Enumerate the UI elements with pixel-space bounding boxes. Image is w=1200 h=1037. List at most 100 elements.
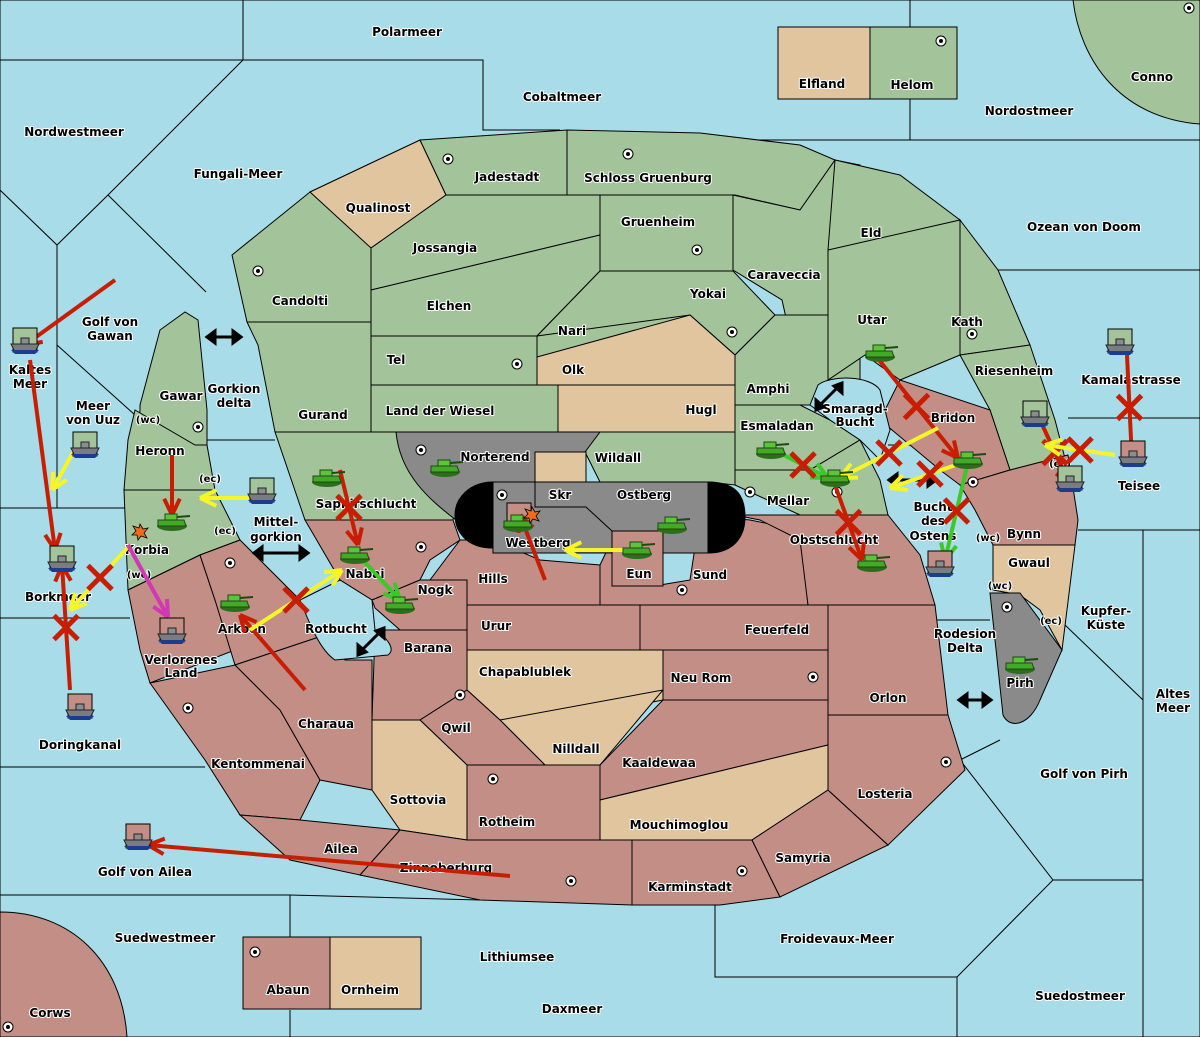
label-lithiumsee: Lithiumsee	[480, 950, 555, 964]
label-urur: Urur	[481, 619, 511, 633]
label-ailea: Ailea	[324, 842, 358, 856]
order-arrow	[126, 544, 170, 619]
army-tank-icon[interactable]	[340, 546, 374, 564]
adjacency-arrows	[204, 328, 994, 709]
supply-center-icon	[565, 875, 577, 887]
army-tank-icon[interactable]	[820, 469, 854, 487]
label-esmaladan: Esmaladan	[740, 419, 813, 433]
army-tank-icon[interactable]	[865, 344, 899, 362]
supply-center-icon	[224, 557, 236, 569]
region-gwaul[interactable]	[992, 544, 1076, 652]
sea-border	[1064, 624, 1144, 701]
army-tank-icon[interactable]	[1005, 656, 1039, 674]
fleet-icon[interactable]	[123, 823, 153, 850]
supply-center-icon	[807, 671, 819, 683]
label-bynn: Bynn	[1007, 527, 1041, 541]
label-gorkion-delta-1: Gorkion	[208, 382, 261, 396]
label-eld: Eld	[861, 226, 882, 240]
fleet-icon[interactable]	[10, 327, 40, 354]
fleet-icon[interactable]	[925, 550, 955, 577]
label-conno: Conno	[1131, 70, 1173, 84]
label-nogk: Nogk	[418, 583, 454, 597]
supply-center-icon	[454, 689, 466, 701]
failed-order-cross-icon	[52, 613, 80, 642]
label-verlorenes-land-1: Verlorenes	[145, 653, 218, 667]
region-westberg[interactable]	[492, 481, 613, 554]
label-verlorenes-land-2: Land	[165, 666, 198, 680]
supply-center-icon	[496, 489, 508, 501]
army-tank-icon[interactable]	[857, 554, 891, 572]
label-smaragd-bucht-1: Smaragd-	[822, 402, 887, 416]
sea-border	[0, 59, 244, 246]
fleet-icon[interactable]	[47, 545, 77, 572]
army-tank-icon[interactable]	[385, 596, 419, 614]
army-tank-icon[interactable]	[430, 459, 464, 477]
supply-center-icon	[249, 946, 261, 958]
label-neu-rom: Neu Rom	[671, 671, 732, 685]
region-pirh[interactable]	[989, 592, 1063, 724]
fleet-icon[interactable]	[1118, 440, 1148, 467]
fleet-icon[interactable]	[1055, 465, 1085, 492]
region-jadestadt[interactable]	[419, 129, 568, 196]
label-feuerfeld: Feuerfeld	[745, 623, 810, 637]
dislodged-burst-icon	[131, 522, 149, 541]
supply-center-icon	[511, 358, 523, 370]
fleet-icon[interactable]	[247, 477, 277, 504]
region-ornheim[interactable]	[329, 936, 422, 1010]
failed-order-cross-icon	[789, 451, 817, 479]
supply-center-icon	[415, 541, 427, 553]
sea-smaragd-bucht[interactable]	[809, 377, 891, 461]
region-bynn[interactable]	[959, 454, 1079, 546]
label-hills: Hills	[478, 572, 508, 586]
failed-order-cross-icon	[1066, 436, 1094, 464]
label-cobaltmeer: Cobaltmeer	[523, 90, 601, 104]
impassable-west	[454, 481, 494, 549]
supply-center-icon	[966, 328, 978, 340]
label-kath: Kath	[951, 315, 983, 329]
army-tank-icon[interactable]	[756, 441, 790, 459]
label-rodesion-delta-1: Rodesion	[934, 627, 996, 641]
label-qwil: Qwil	[441, 721, 471, 735]
label-westberg: Westberg	[505, 536, 570, 550]
label-mittelgorkion-1: Mittel-	[254, 515, 299, 529]
region-corws[interactable]	[0, 911, 128, 1037]
army-tank-icon[interactable]	[953, 451, 987, 469]
label-jossangia: Jossangia	[412, 241, 477, 255]
label-charaua: Charaua	[298, 717, 354, 731]
sea-border	[959, 759, 1143, 881]
impassable-east	[707, 481, 746, 554]
label-ornheim: Ornheim	[341, 983, 399, 997]
fleet-icon[interactable]	[157, 617, 187, 644]
army-tank-icon[interactable]	[220, 594, 254, 612]
failed-order-cross-icon	[1115, 393, 1144, 422]
fleet-icon[interactable]	[1020, 400, 1050, 427]
army-tank-icon[interactable]	[312, 469, 346, 487]
fleet-icon[interactable]	[65, 693, 95, 720]
fleet-icon[interactable]	[70, 431, 100, 458]
failed-order-cross-icon	[834, 508, 863, 537]
label-gruenheim: Gruenheim	[621, 215, 695, 229]
label-losteria: Losteria	[857, 787, 912, 801]
double-arrow-icon	[356, 625, 386, 658]
army-tank-icon[interactable]	[657, 516, 691, 534]
region-obstschlucht[interactable]	[734, 514, 936, 606]
failed-order-cross-icon	[902, 392, 931, 421]
double-arrow-icon	[251, 544, 311, 562]
region-gruenheim[interactable]	[599, 194, 734, 272]
sea-border	[289, 894, 481, 901]
double-arrow-icon	[956, 691, 994, 709]
label-teisee: Teisee	[1118, 479, 1160, 493]
army-tank-icon[interactable]	[622, 541, 656, 559]
region-conno[interactable]	[1072, 0, 1200, 125]
fleet-icon[interactable]	[1105, 328, 1135, 355]
label-kaaldewaa: Kaaldewaa	[622, 756, 696, 770]
region-karminstadt[interactable]	[631, 839, 781, 906]
double-arrow-icon	[204, 328, 244, 346]
army-tank-icon[interactable]	[157, 513, 191, 531]
supply-center-icon	[1001, 601, 1013, 613]
label-korbia-ec: (ec)	[214, 526, 236, 537]
label-gwaul-wc: (wc)	[988, 581, 1012, 592]
label-qualinost: Qualinost	[346, 201, 411, 215]
supply-center-icon	[442, 153, 454, 165]
